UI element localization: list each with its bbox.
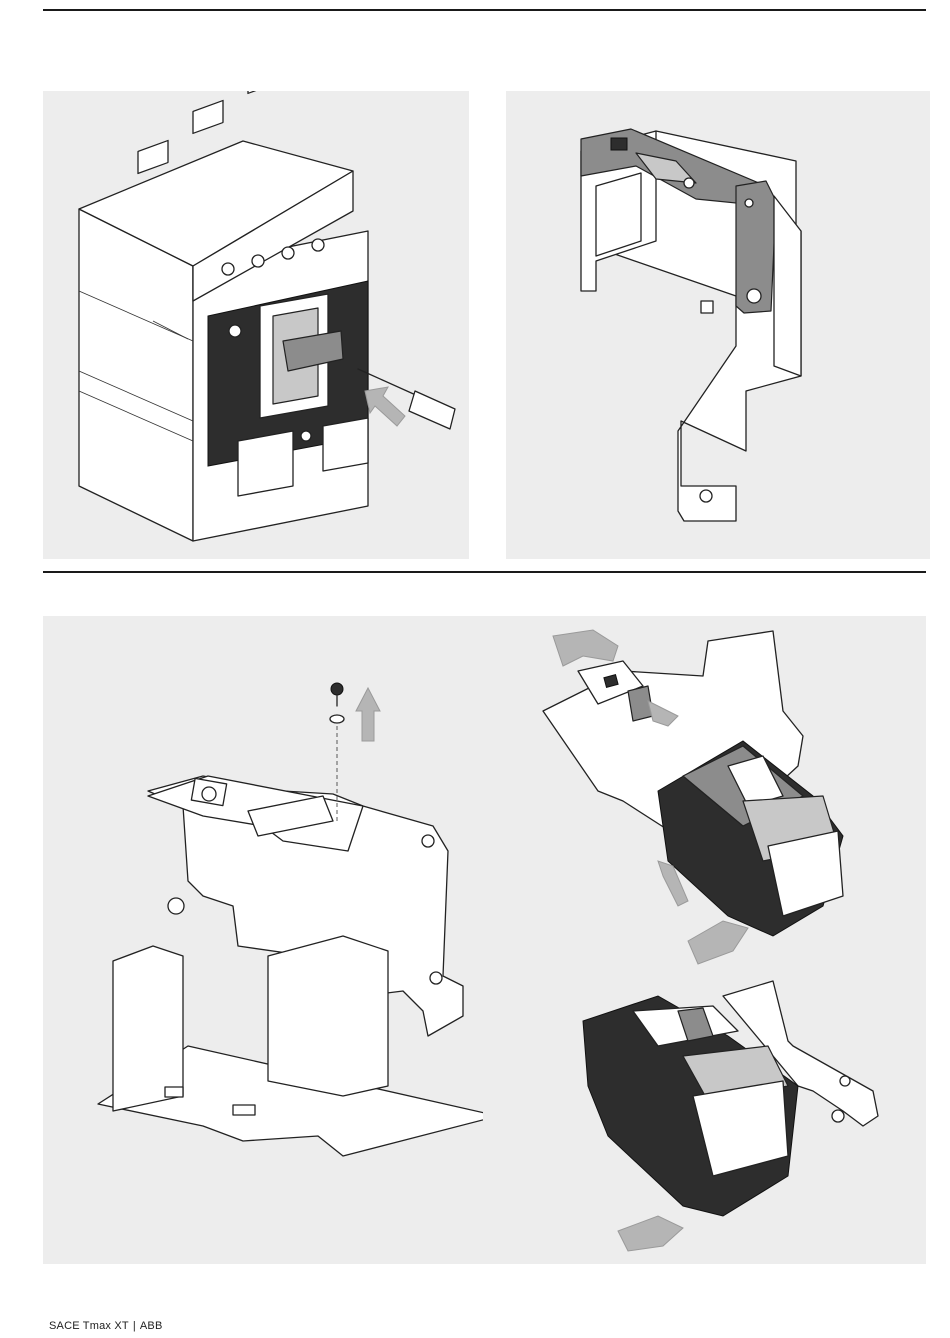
circuit-breaker-with-screwdriver-icon bbox=[43, 91, 469, 559]
figure-4-panel bbox=[483, 616, 926, 1264]
mounting-bracket-icon bbox=[506, 91, 930, 559]
figure-3-panel bbox=[43, 616, 483, 1264]
middle-rule bbox=[43, 571, 926, 573]
bracket-screw-removal-icon bbox=[43, 616, 483, 1264]
figure-2-panel bbox=[506, 91, 930, 559]
top-rule bbox=[43, 9, 926, 11]
figure-1-panel bbox=[43, 91, 469, 559]
page-footer: SACE Tmax XT | ABB bbox=[49, 1320, 163, 1332]
breaker-insertion-into-bracket-icon bbox=[483, 616, 926, 1264]
footer-product: SACE Tmax XT bbox=[49, 1320, 129, 1332]
footer-brand: ABB bbox=[140, 1320, 163, 1332]
footer-separator: | bbox=[133, 1320, 136, 1332]
